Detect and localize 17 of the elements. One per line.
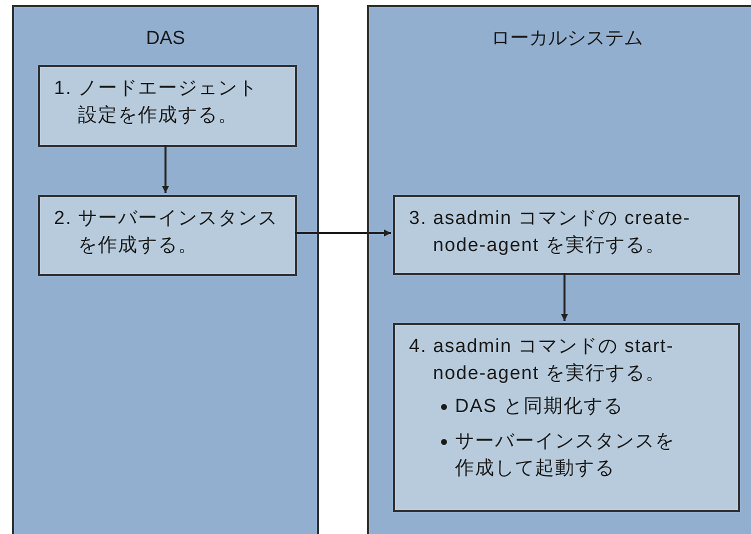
- step-box: [393, 323, 740, 512]
- panel-title: DAS: [144, 27, 186, 51]
- system-panel: [12, 5, 319, 534]
- arrow: [561, 273, 568, 321]
- arrow: [162, 145, 169, 193]
- step-box: [393, 195, 740, 275]
- step-text: 1. ノードエージェント設定を作成する。: [54, 77, 260, 128]
- arrow: [295, 230, 391, 236]
- step-box: [38, 195, 297, 276]
- step-text: 2. サーバーインスタンスを作成する。: [54, 207, 280, 258]
- bullet-text: サーバーインスタンスを作成して起動する: [455, 430, 676, 481]
- step-box: [38, 65, 297, 147]
- step-text: 4. asadmin コマンドの start-node-agent を実行する。: [409, 335, 675, 386]
- step-text: 3. asadmin コマンドの create-node-agent を実行する。: [409, 207, 692, 258]
- panel-title: ローカルシステム: [490, 27, 644, 51]
- system-panel: [367, 5, 751, 534]
- bullet-text: DAS と同期化する: [455, 395, 624, 419]
